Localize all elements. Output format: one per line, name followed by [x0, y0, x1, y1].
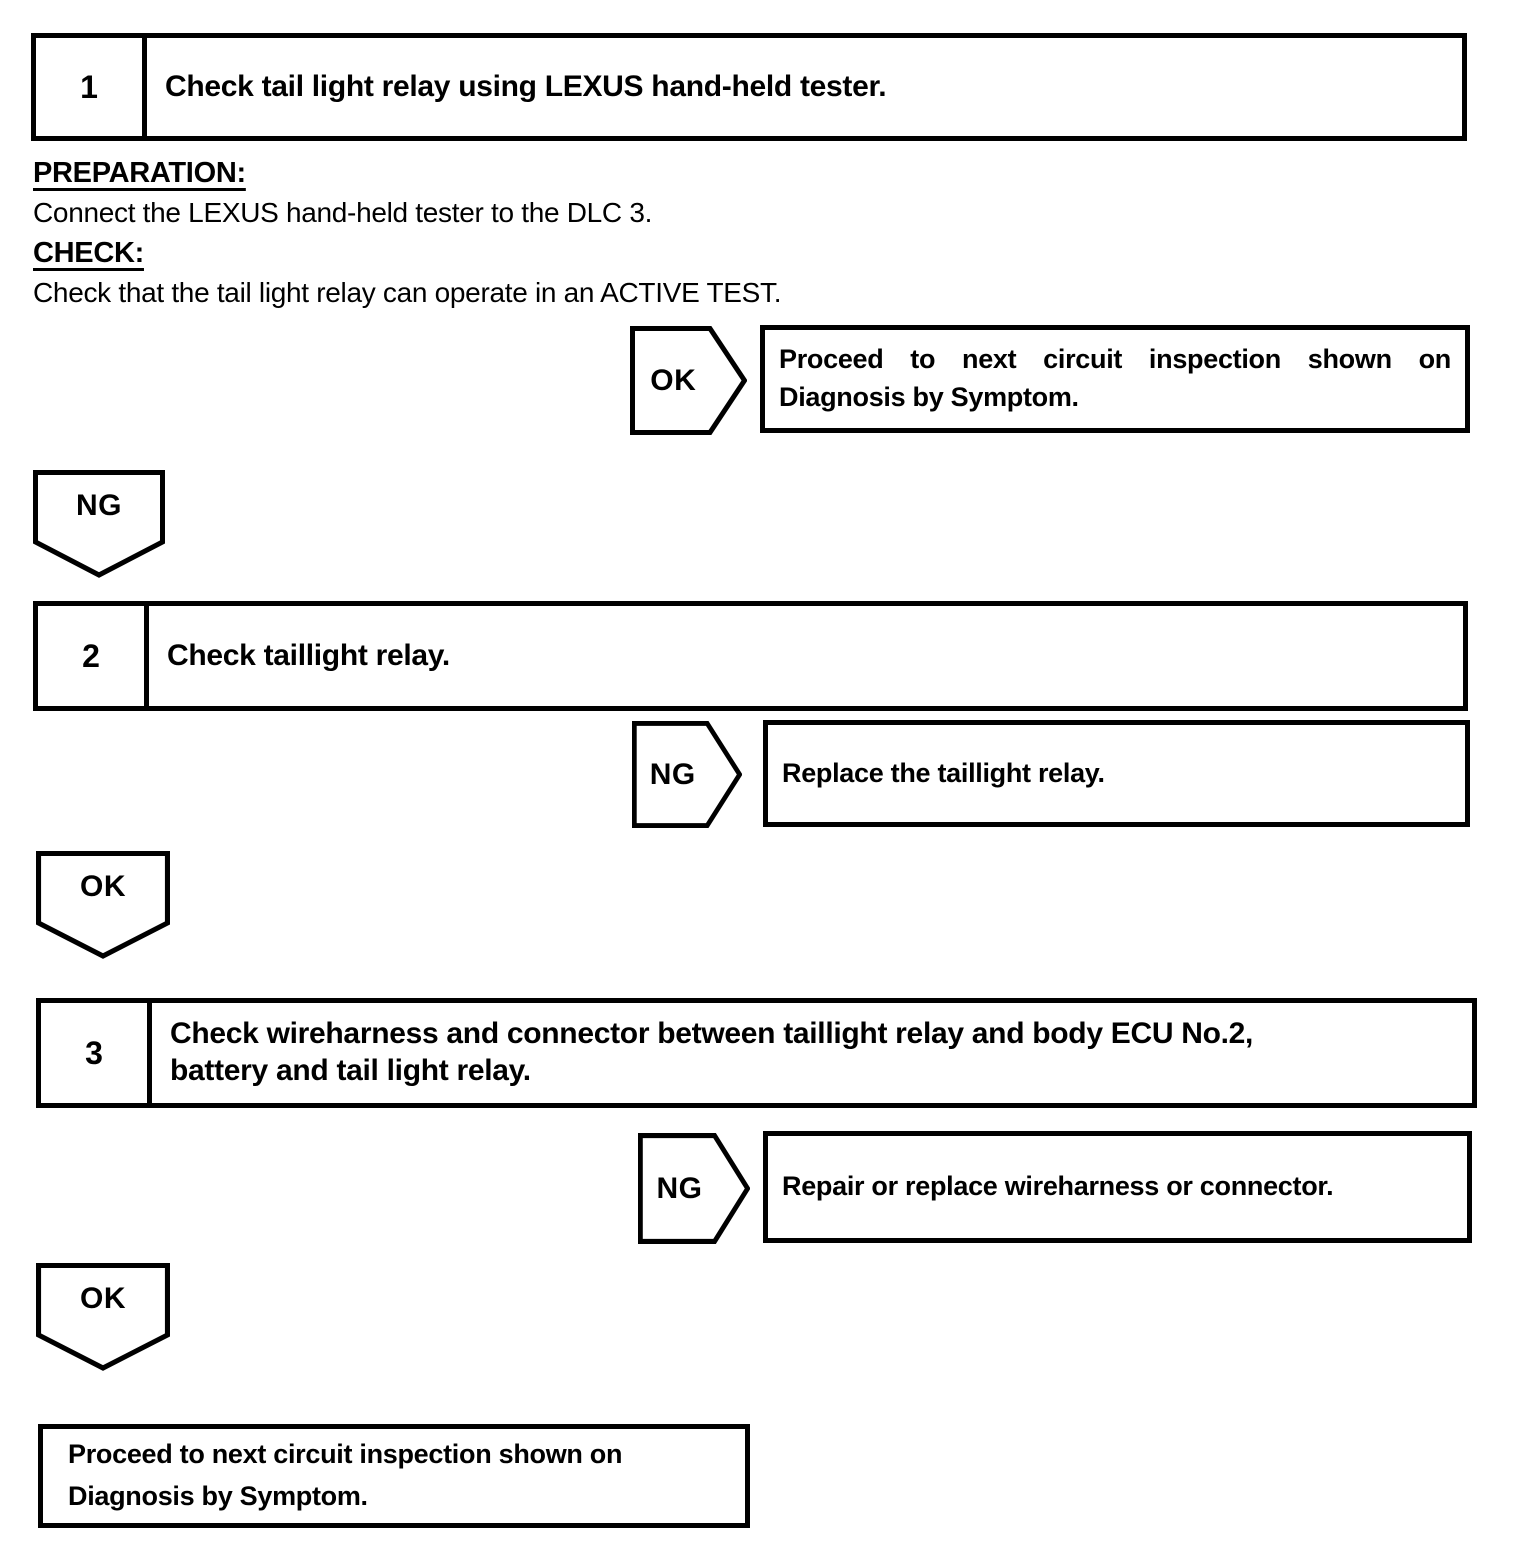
right-arrow-pentagon-icon	[630, 326, 747, 435]
preparation-text: Connect the LEXUS hand-held tester to th…	[33, 197, 653, 228]
ok-connector-down-2-label: OK	[80, 869, 126, 903]
ng-connector-down-1-label: NG	[76, 488, 122, 522]
ng-branch-tag-3: NG	[638, 1133, 750, 1244]
step-1-title: Check tail light relay using LEXUS hand-…	[147, 38, 1462, 136]
right-arrow-pentagon-icon	[632, 721, 742, 828]
ok-branch-tag-1-label: OK	[650, 363, 697, 397]
step-3-title-line-2: battery and tail light relay.	[170, 1054, 531, 1087]
result-box-ng-3: Repair or replace wireharness or connect…	[763, 1131, 1472, 1243]
ng-branch-tag-3-label: NG	[656, 1171, 703, 1205]
step-2-title-line: Check taillight relay.	[167, 638, 450, 672]
step-2-title: Check taillight relay.	[149, 606, 1463, 706]
check-text: Check that the tail light relay can oper…	[33, 277, 782, 308]
step-1-title-line: Check tail light relay using LEXUS hand-…	[165, 69, 887, 103]
step-1-box: 1 Check tail light relay using LEXUS han…	[31, 33, 1467, 141]
ok-connector-down-3: OK	[36, 1263, 170, 1371]
check-label: CHECK:	[33, 237, 144, 269]
step-2-box: 2 Check taillight relay.	[33, 601, 1468, 711]
result-box-ng-3-line-1: Repair or replace wireharness or connect…	[782, 1171, 1334, 1202]
step-3-box: 3 Check wireharness and connector betwee…	[36, 998, 1477, 1108]
result-box-ok-1-line-1: Proceed to next circuit inspection shown…	[779, 344, 1451, 375]
result-box-ng-2: Replace the taillight relay.	[763, 720, 1470, 827]
step-1-number: 1	[36, 38, 147, 136]
step-2-number: 2	[38, 606, 149, 706]
ok-connector-down-3-label: OK	[80, 1281, 126, 1315]
terminal-box: Proceed to next circuit inspection shown…	[38, 1424, 750, 1528]
step-3-title-line-1: Check wireharness and connector between …	[170, 1017, 1254, 1051]
right-arrow-pentagon-icon	[638, 1133, 750, 1244]
ok-branch-tag-1: OK	[630, 326, 747, 435]
ng-branch-tag-2-label: NG	[649, 757, 696, 791]
result-box-ng-2-line-1: Replace the taillight relay.	[782, 757, 1105, 788]
terminal-line-1: Proceed to next circuit inspection shown…	[68, 1439, 623, 1470]
ng-connector-down-1: NG	[33, 470, 165, 578]
terminal-line-2: Diagnosis by Symptom.	[68, 1481, 368, 1511]
step-3-number: 3	[41, 1003, 152, 1103]
down-arrow-pentagon-icon	[36, 1263, 170, 1371]
step-3-title: Check wireharness and connector between …	[152, 1003, 1472, 1103]
down-arrow-pentagon-icon	[33, 470, 165, 578]
ok-connector-down-2: OK	[36, 851, 170, 959]
result-box-ok-1: Proceed to next circuit inspection shown…	[760, 325, 1470, 433]
preparation-label: PREPARATION:	[33, 157, 246, 189]
ng-branch-tag-2: NG	[632, 721, 742, 828]
result-box-ok-1-line-2: Diagnosis by Symptom.	[779, 382, 1079, 412]
down-arrow-pentagon-icon	[36, 851, 170, 959]
